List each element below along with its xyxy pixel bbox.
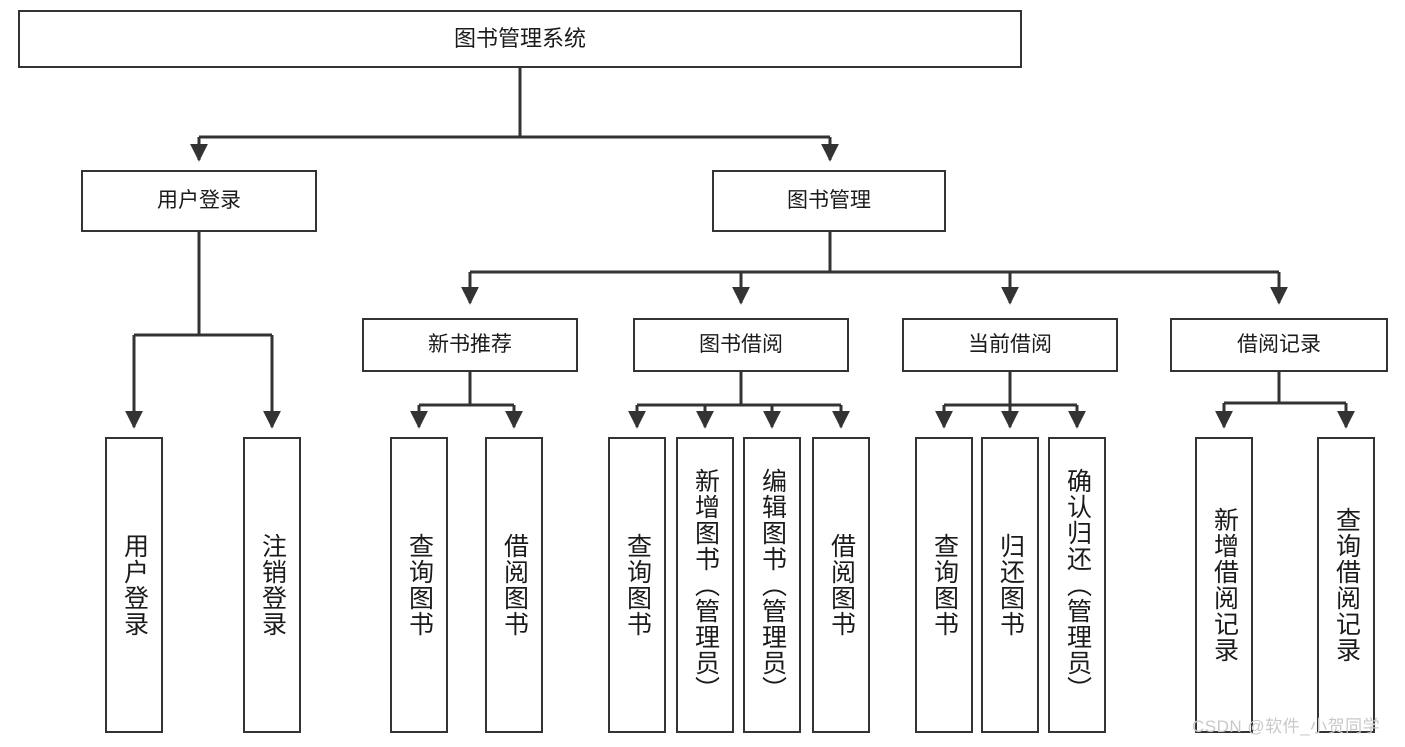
node-label: 新增借阅记录 bbox=[1210, 507, 1239, 663]
leaf-bookborrow-edit-book-admin[interactable]: 编辑图书（管理员） bbox=[743, 437, 801, 733]
node-label: 确认归还（管理员） bbox=[1063, 468, 1092, 702]
node-label: 当前借阅 bbox=[968, 332, 1052, 356]
leaf-newbook-query-book[interactable]: 查询图书 bbox=[390, 437, 448, 733]
leaf-currentborrow-query-book[interactable]: 查询图书 bbox=[915, 437, 973, 733]
node-label: 注销登录 bbox=[258, 533, 287, 637]
node-current-borrow[interactable]: 当前借阅 bbox=[902, 318, 1118, 372]
node-borrow-records[interactable]: 借阅记录 bbox=[1170, 318, 1388, 372]
node-label: 归还图书 bbox=[996, 533, 1025, 637]
leaf-user-login[interactable]: 用户登录 bbox=[105, 437, 163, 733]
node-book-manage[interactable]: 图书管理 bbox=[712, 170, 946, 232]
node-label: 借阅图书 bbox=[500, 533, 529, 637]
node-book-borrow[interactable]: 图书借阅 bbox=[633, 318, 849, 372]
node-label: 用户登录 bbox=[157, 188, 241, 212]
csdn-watermark: CSDN @软件_小贺同学 bbox=[1192, 717, 1381, 736]
node-label: 查询图书 bbox=[930, 533, 959, 637]
leaf-borrowrecords-add-record[interactable]: 新增借阅记录 bbox=[1195, 437, 1253, 733]
leaf-currentborrow-return-book[interactable]: 归还图书 bbox=[981, 437, 1039, 733]
node-label: 借阅图书 bbox=[827, 533, 856, 637]
node-label: 新增图书（管理员） bbox=[691, 468, 720, 702]
node-new-book-recommend[interactable]: 新书推荐 bbox=[362, 318, 578, 372]
node-label: 图书管理系统 bbox=[453, 26, 586, 52]
node-root-system[interactable]: 图书管理系统 bbox=[18, 10, 1022, 68]
leaf-bookborrow-borrow-book[interactable]: 借阅图书 bbox=[812, 437, 870, 733]
node-label: 新书推荐 bbox=[428, 332, 512, 356]
node-label: 图书管理 bbox=[787, 188, 871, 212]
leaf-borrowrecords-query-record[interactable]: 查询借阅记录 bbox=[1317, 437, 1375, 733]
node-user-login[interactable]: 用户登录 bbox=[81, 170, 317, 232]
node-label: 查询借阅记录 bbox=[1332, 507, 1361, 663]
leaf-bookborrow-add-book-admin[interactable]: 新增图书（管理员） bbox=[676, 437, 734, 733]
node-label: 查询图书 bbox=[623, 533, 652, 637]
leaf-currentborrow-confirm-return-admin[interactable]: 确认归还（管理员） bbox=[1048, 437, 1106, 733]
leaf-newbook-borrow-book[interactable]: 借阅图书 bbox=[485, 437, 543, 733]
node-label: 图书借阅 bbox=[699, 332, 783, 356]
node-label: 用户登录 bbox=[120, 533, 149, 637]
node-label: 编辑图书（管理员） bbox=[758, 468, 787, 702]
leaf-bookborrow-query-book[interactable]: 查询图书 bbox=[608, 437, 666, 733]
node-label: 查询图书 bbox=[405, 533, 434, 637]
leaf-logout-login[interactable]: 注销登录 bbox=[243, 437, 301, 733]
node-label: 借阅记录 bbox=[1237, 332, 1321, 356]
